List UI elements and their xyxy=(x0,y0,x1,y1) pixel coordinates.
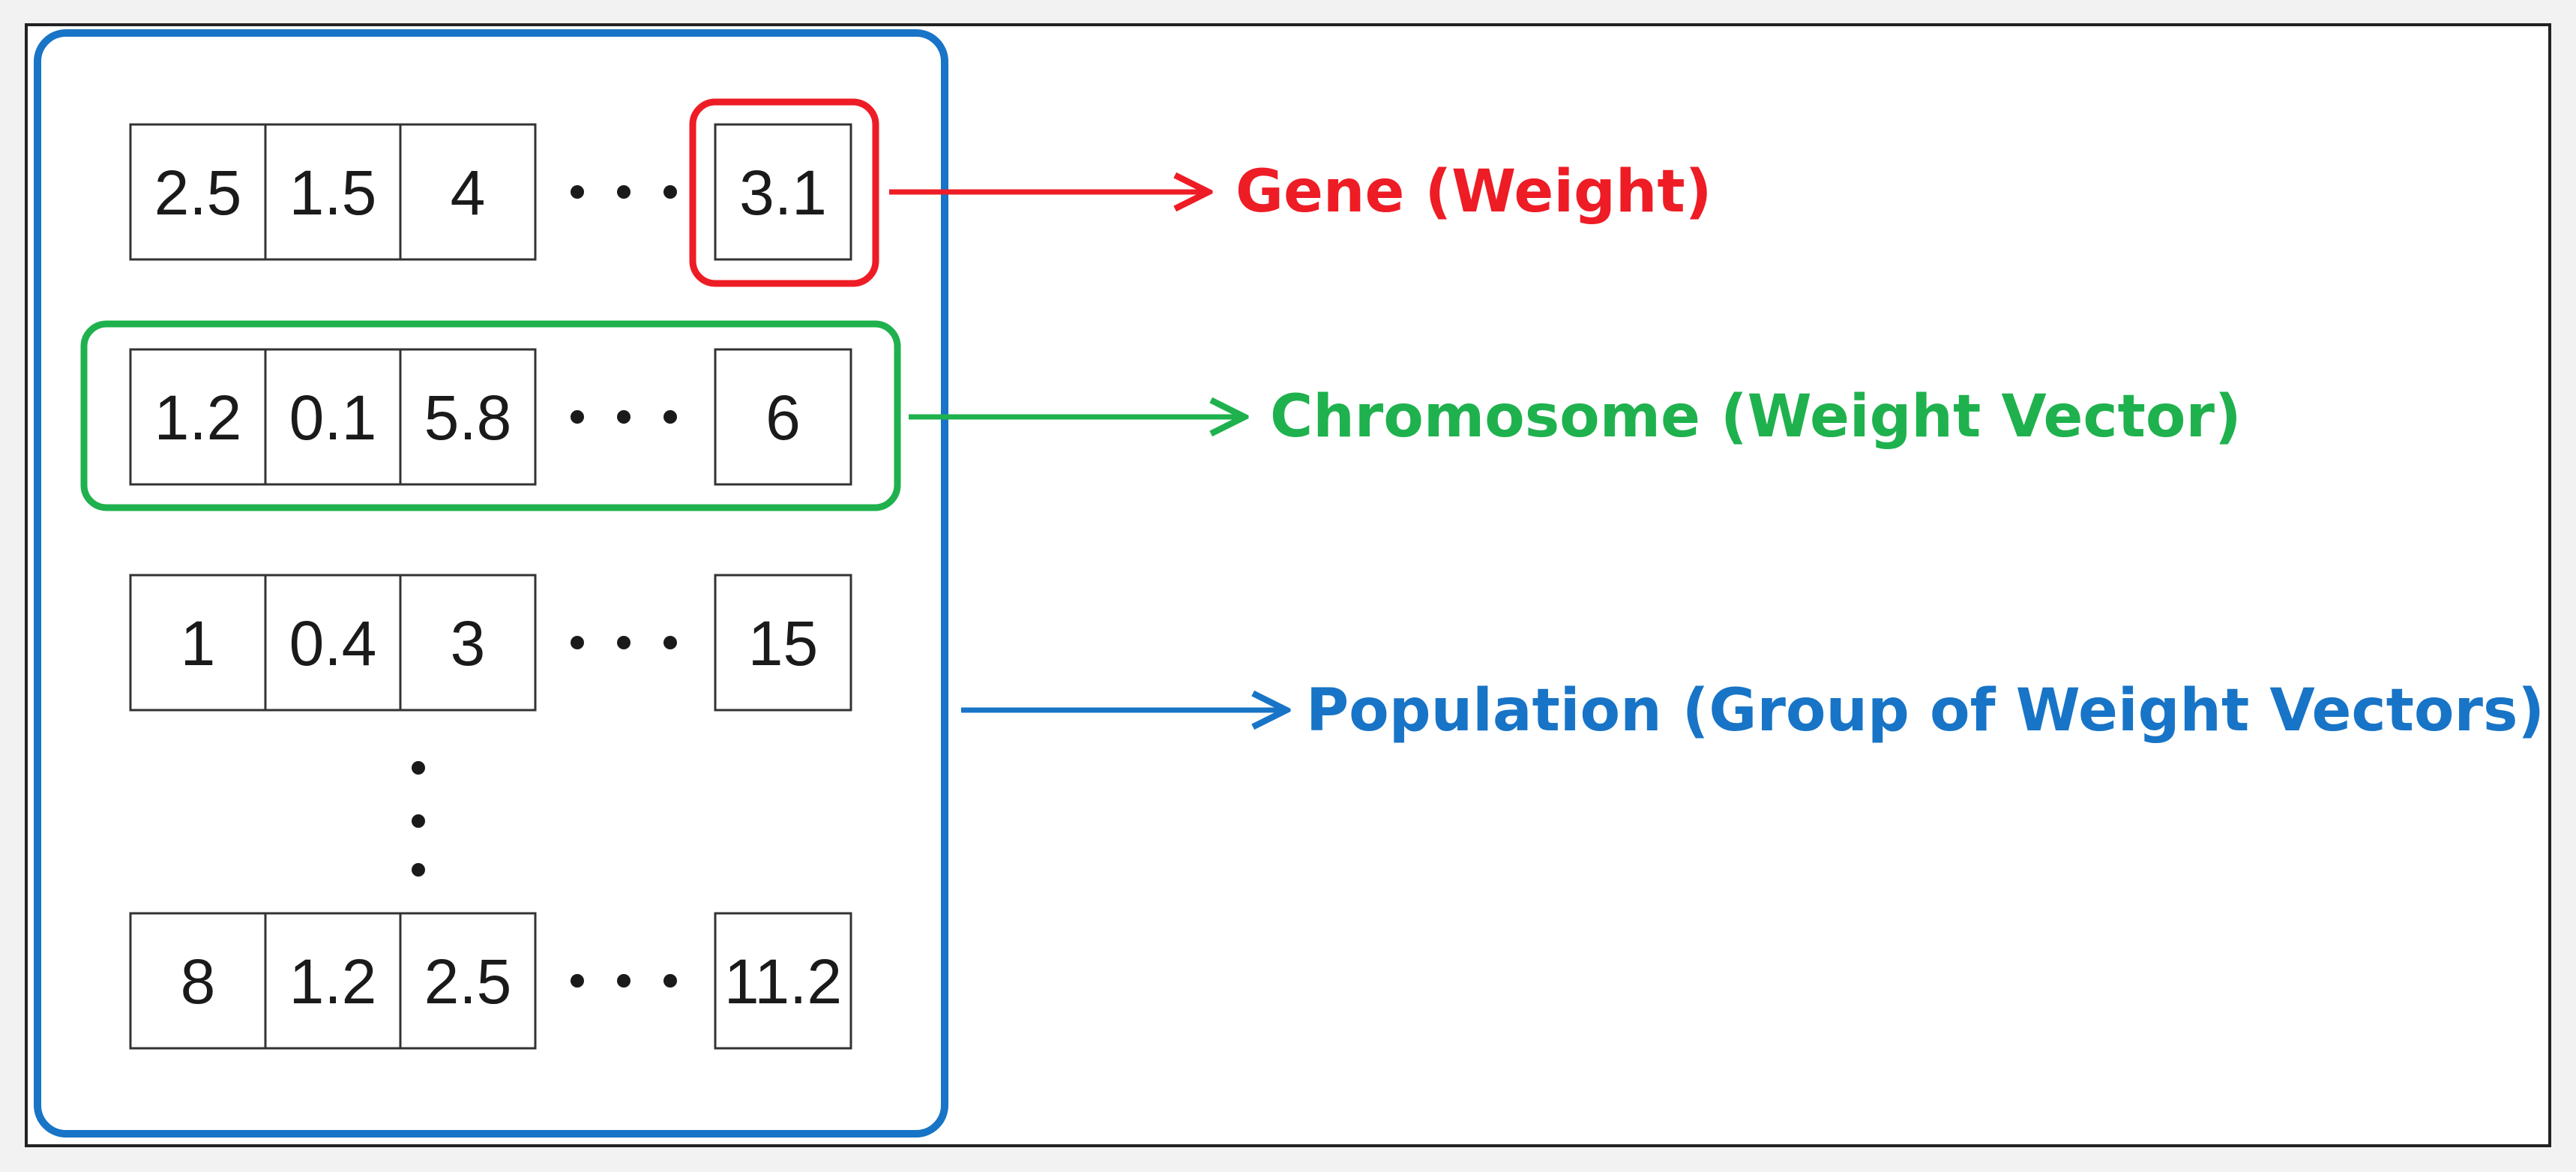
gene-label: Gene (Weight) xyxy=(1236,158,1712,226)
gene-value: 1.2 xyxy=(154,382,242,453)
last-gene-cell xyxy=(714,348,852,486)
horizontal-ellipsis-icon xyxy=(571,185,677,199)
gene-cell xyxy=(399,912,537,1050)
gene-value: 4 xyxy=(451,157,486,228)
gene-cell xyxy=(129,348,267,486)
gene-value: 1 xyxy=(181,608,216,679)
population-rows: 2.5 1.5 4 3.1 1.2 0.1 5.8 6 1 0.4 3 15 8 1.2 2.5 11.2 xyxy=(129,123,852,1050)
last-gene-cell xyxy=(714,574,852,712)
chromosome-row: 1.2 0.1 5.8 6 xyxy=(129,348,852,486)
gene-value: 0.1 xyxy=(289,382,377,453)
gene-value: 0.4 xyxy=(289,608,377,679)
last-gene-value: 6 xyxy=(765,382,801,453)
vertical-ellipsis-icon xyxy=(412,761,425,877)
gene-cell xyxy=(399,123,537,261)
gene-cell xyxy=(264,574,402,712)
chromosome-row: 8 1.2 2.5 11.2 xyxy=(129,912,852,1050)
gene-value: 2.5 xyxy=(154,157,242,228)
population-label: Population (Group of Weight Vectors) xyxy=(1306,677,2545,745)
gene-cell xyxy=(399,348,537,486)
population-box xyxy=(34,29,948,1138)
horizontal-ellipsis-icon xyxy=(571,410,677,424)
gene-highlight xyxy=(689,98,879,287)
gene-value: 3 xyxy=(451,608,486,679)
gene-value: 1.5 xyxy=(289,157,377,228)
horizontal-ellipsis-icon xyxy=(571,636,677,649)
gene-cell xyxy=(129,912,267,1050)
chromosome-label: Chromosome (Weight Vector) xyxy=(1270,383,2242,451)
chromosome-highlight xyxy=(80,320,901,511)
gene-value: 8 xyxy=(181,946,216,1017)
chromosome-row: 2.5 1.5 4 3.1 xyxy=(129,123,852,261)
last-gene-cell xyxy=(714,123,852,261)
gene-cell xyxy=(264,123,402,261)
gene-cell xyxy=(399,574,537,712)
last-gene-value: 15 xyxy=(748,608,818,679)
gene-cell xyxy=(129,123,267,261)
gene-value: 2.5 xyxy=(424,946,512,1017)
horizontal-ellipsis-icon xyxy=(571,974,677,988)
gene-value: 1.2 xyxy=(289,946,377,1017)
gene-cell xyxy=(129,574,267,712)
last-gene-value: 11.2 xyxy=(724,946,842,1017)
gene-value: 5.8 xyxy=(424,382,512,453)
last-gene-cell xyxy=(714,912,852,1050)
chromosome-row: 1 0.4 3 15 xyxy=(129,574,852,712)
last-gene-value: 3.1 xyxy=(739,157,827,228)
